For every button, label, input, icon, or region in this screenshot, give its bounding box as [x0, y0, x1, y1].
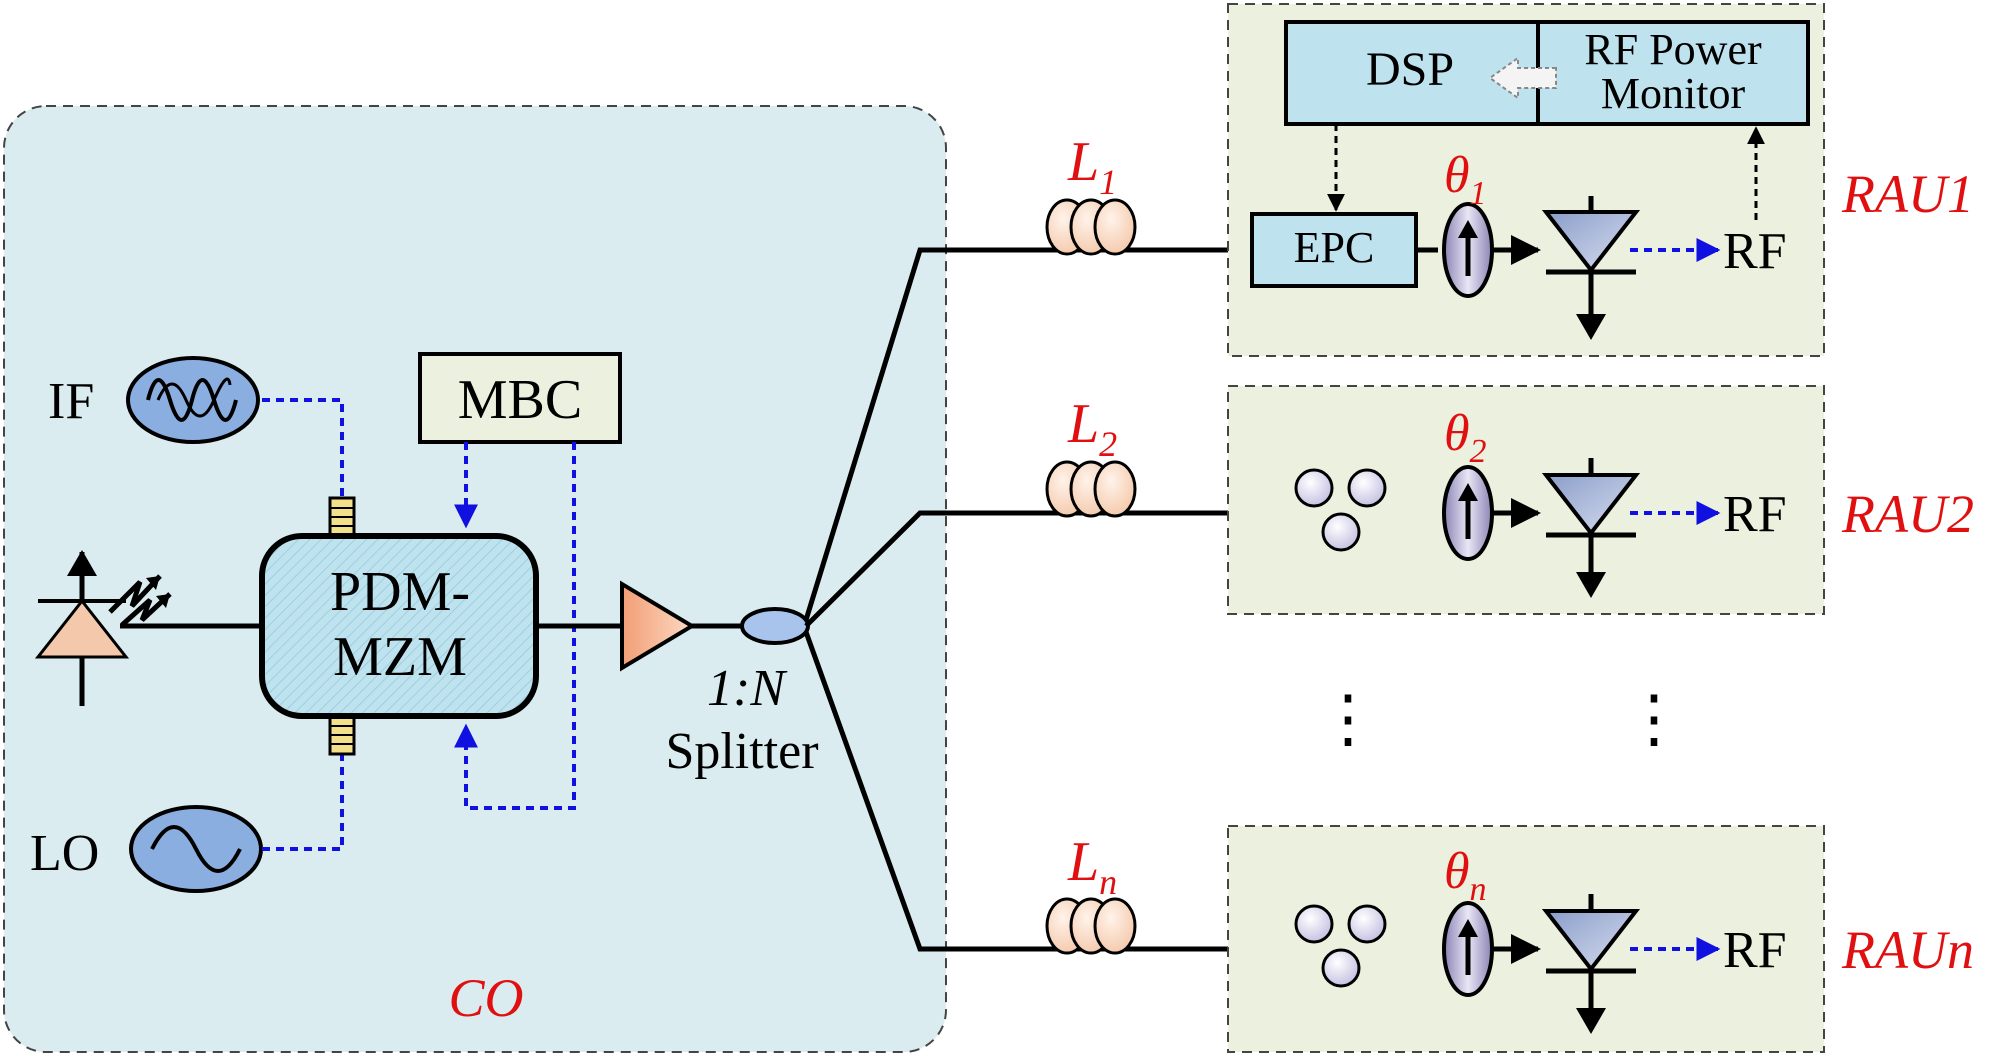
photodiode-n-icon [1541, 894, 1641, 1034]
theta-2-label: θ2 [1444, 405, 1487, 470]
co-label: CO [448, 968, 523, 1028]
splitter-label: Splitter [665, 723, 818, 780]
if-label: IF [48, 373, 94, 430]
rau2-label: RAU2 [1841, 484, 1974, 544]
bottom-electrode-icon [328, 714, 356, 756]
raun-label: RAUn [1841, 920, 1974, 980]
fiber-label-n: Ln [1067, 831, 1117, 902]
fiber-spool-2-icon [1045, 460, 1137, 518]
dsp-block [1284, 20, 1540, 126]
mbc-label: MBC [458, 369, 583, 431]
lo-source-icon [129, 805, 263, 893]
lo-signal-path [262, 754, 344, 851]
polarization-controller-n-icon [1294, 904, 1387, 988]
fiber-branch-2 [804, 510, 1380, 628]
splitter-icon [740, 607, 810, 645]
photodiode-2-icon [1541, 458, 1641, 598]
ellipsis-fibers: ⋮ [1316, 683, 1380, 754]
rf-power-monitor-line1: RF Power [1584, 25, 1762, 74]
rau1-label: RAU1 [1841, 164, 1974, 224]
rf-output-1-label: RF [1723, 223, 1787, 280]
pdm-mzm-label-line1: PDM- [330, 561, 470, 623]
rf-output-2-label: RF [1723, 486, 1787, 543]
pdm-mzm-label-line2: MZM [333, 626, 467, 688]
top-electrode-icon [328, 496, 356, 538]
mbc-block [418, 352, 622, 444]
optical-amplifier-icon [620, 580, 696, 672]
monitor-to-dsp-arrow-icon [1488, 56, 1557, 100]
fiber-spool-1-icon [1045, 198, 1137, 256]
fiber-branch-1 [803, 247, 1252, 621]
epc-label: EPC [1294, 223, 1375, 272]
photodiode-1-icon [1541, 196, 1641, 340]
laser-diode-icon [34, 550, 172, 706]
fiber-label-2: L2 [1067, 393, 1117, 464]
lo-label: LO [30, 825, 99, 882]
theta-1-label: θ1 [1444, 147, 1487, 212]
fiber-branch-n [803, 631, 1380, 952]
splitter-ratio: 1:N [707, 660, 788, 717]
dsp-label: DSP [1366, 43, 1454, 96]
ellipsis-raus: ⋮ [1622, 683, 1686, 754]
theta-n-label: θn [1444, 843, 1487, 908]
fiber-label-1: L1 [1067, 131, 1117, 202]
rotator-1-icon [1442, 202, 1494, 298]
polarization-controller-2-icon [1294, 468, 1387, 552]
rotator-n-icon [1442, 901, 1494, 997]
if-signal-path [262, 398, 344, 498]
rf-power-monitor-block [1536, 20, 1810, 126]
if-source-icon [126, 356, 260, 444]
rf-power-monitor-line2: Monitor [1601, 69, 1746, 118]
rotator-2-icon [1442, 465, 1494, 561]
rf-output-n-label: RF [1723, 922, 1787, 979]
fiber-spool-n-icon [1045, 897, 1137, 955]
